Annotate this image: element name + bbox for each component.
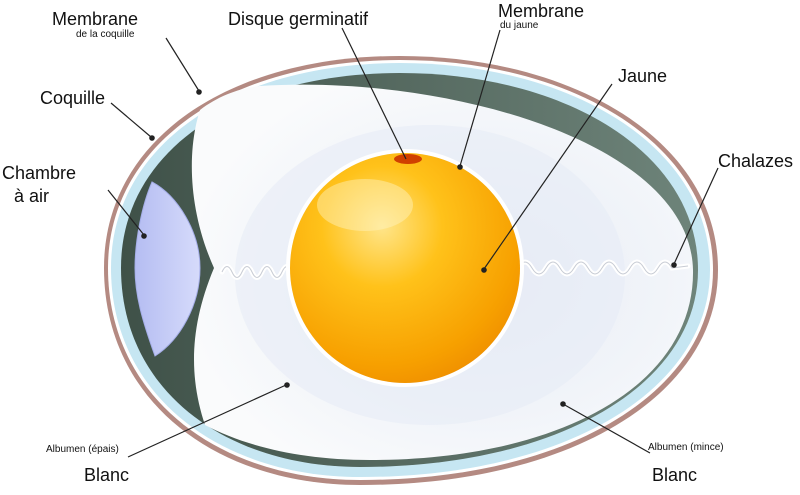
label-blanc-right: Blanc (652, 465, 698, 485)
leader-disque (341, 27, 407, 160)
dot-chambre (141, 233, 147, 239)
leader-chambre (107, 189, 145, 236)
leader-chalazes (673, 167, 719, 265)
label-chambre-line1: Chambre (2, 163, 77, 183)
label-albumen-mince: Albumen (mince) (648, 442, 724, 453)
dot-albumen-mince (560, 401, 566, 407)
dot-chalazes (671, 262, 677, 268)
dot-jaune (481, 267, 487, 273)
dot-coquille (149, 135, 155, 141)
chalaza-right-outline (517, 261, 689, 275)
label-membrane-jaune-sub: du jaune (500, 20, 539, 31)
dot-membrane-coquille (196, 89, 202, 95)
label-membrane-jaune: Membrane (498, 1, 585, 21)
leader-albumen-mince (562, 403, 651, 454)
chalaza-left-outline (221, 266, 293, 278)
dot-membrane-jaune (457, 164, 463, 170)
yolk-highlight (317, 179, 413, 231)
label-albumen-epais: Albumen (épais) (46, 444, 119, 455)
yolk (290, 153, 520, 383)
label-membrane-coquille-sub: de la coquille (76, 29, 135, 40)
air-chamber (134, 181, 201, 357)
label-chambre-line2: à air (14, 186, 50, 206)
leader-albumen-epais (127, 384, 287, 458)
label-membrane-coquille: Membrane (52, 9, 139, 29)
yolk-membrane (286, 149, 524, 387)
label-disque-germinatif: Disque germinatif (228, 9, 369, 29)
label-blanc-left: Blanc (84, 465, 130, 485)
leader-coquille (110, 102, 152, 138)
label-chalazes: Chalazes (718, 151, 794, 171)
germinal-disc (394, 154, 422, 164)
leader-jaune (483, 83, 613, 270)
leader-membrane-coquille (165, 37, 200, 92)
leader-membrane-jaune (459, 29, 501, 167)
dot-albumen-epais (284, 382, 290, 388)
label-jaune: Jaune (618, 66, 668, 86)
label-coquille: Coquille (40, 88, 106, 108)
